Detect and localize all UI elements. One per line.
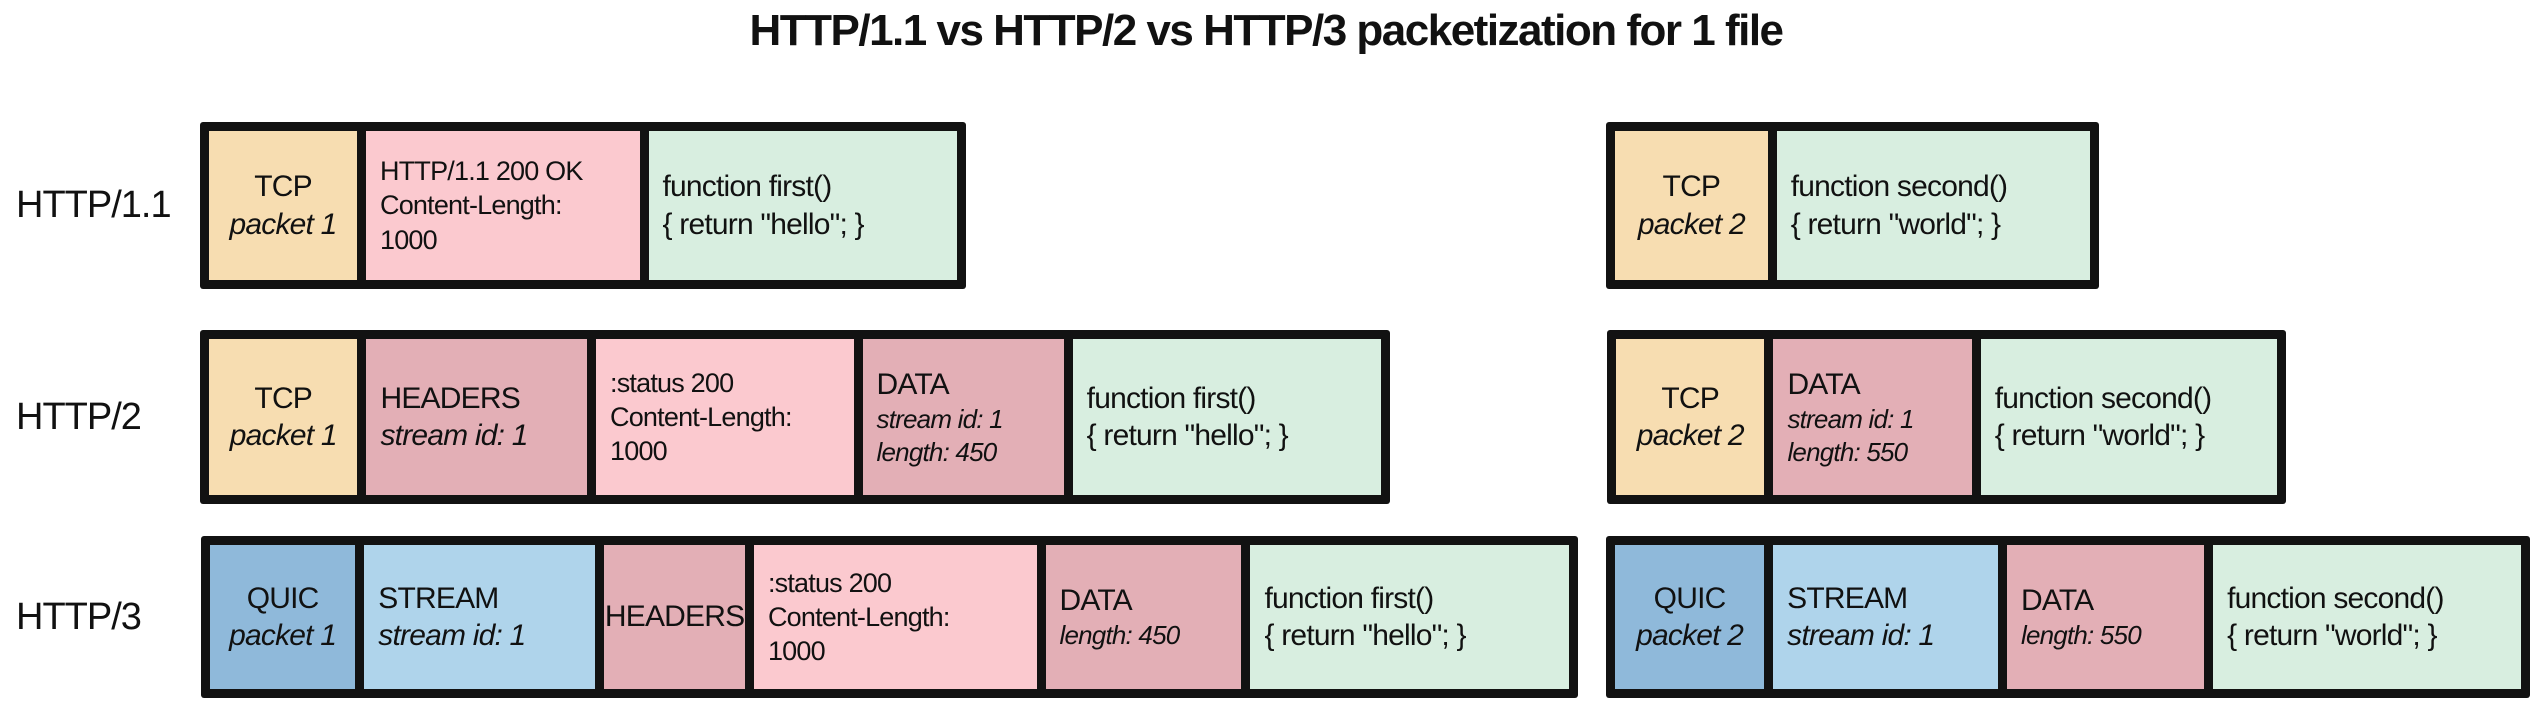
cell-line: :status 200: [767, 567, 892, 598]
headers-frame-cell: HEADERS stream id: 1: [366, 339, 588, 495]
cell-line: HEADERS: [380, 381, 520, 415]
cell-line: Content-Length:: [380, 190, 562, 221]
cell-line: packet 2: [1637, 207, 1746, 241]
cell-line: function first(): [662, 170, 833, 204]
payload-cell: function second(){ return "world"; }: [1776, 131, 2090, 280]
cell-line: stream id: 1: [378, 619, 526, 652]
cell-line: function first(): [1264, 581, 1434, 615]
cell-line: 1000: [610, 436, 668, 466]
cell-line: packet 1: [229, 619, 337, 652]
cell-line: packet 2: [1636, 419, 1745, 452]
payload-cell: function first() { return "hello"; }: [1072, 339, 1382, 495]
cell-line: HTTP/1.1 200 OK: [380, 156, 583, 187]
cell-line: length: 550: [1787, 436, 1908, 467]
payload-cell: function first() { return "hello"; }: [1250, 545, 1569, 689]
row-label: HTTP/1.1: [16, 184, 172, 226]
cell-line: STREAM: [1787, 581, 1908, 615]
cell-line: QUIC: [1653, 581, 1727, 615]
cell-line: { return "world"; }: [2227, 619, 2437, 652]
cell-line: function second(): [2227, 581, 2444, 615]
cell-line: TCP: [1661, 381, 1720, 415]
cell-line: packet 1: [229, 207, 337, 241]
cell-line: TCP: [254, 170, 312, 204]
cell-line: { return "hello"; }: [662, 207, 865, 241]
stream-frame-cell: STREAM stream id: 1: [364, 545, 596, 689]
cell-line: 1000: [380, 224, 438, 255]
row-http-2: HTTP/2 TCP packet 1 HEADERS stream id: 1 :sta…: [0, 330, 2532, 504]
cell-line: Content-Length:: [767, 601, 950, 632]
cell-line: { return "world"; }: [1790, 207, 2001, 241]
stream-frame-cell: STREAM stream id: 1: [1773, 545, 1998, 689]
payload-cell: function first(){ return "hello"; }: [648, 131, 957, 280]
payload-cell: function second() { return "world"; }: [1980, 339, 2277, 495]
cell-line: DATA: [2020, 584, 2094, 618]
tcp-cell: TCP packet 2: [1616, 339, 1765, 495]
payload-cell: function second() { return "world"; }: [2213, 545, 2521, 689]
cell-line: stream id: 1: [1787, 619, 1935, 652]
cell-line: QUIC: [246, 581, 320, 615]
tcp-packet-1: TCP packet 1 HEADERS stream id: 1 :status 20…: [200, 330, 1390, 504]
cell-line: packet 2: [1636, 619, 1744, 652]
quic-cell: QUIC packet 2: [1615, 545, 1765, 689]
cell-line: function second(): [1994, 381, 2212, 415]
cell-line: { return "hello"; }: [1264, 619, 1466, 652]
cell-line: packet 1: [229, 419, 338, 452]
cell-line: DATA: [1059, 584, 1133, 618]
cell-line: Content-Length:: [610, 401, 792, 432]
quic-cell: QUIC packet 1: [210, 545, 356, 689]
cell-line: DATA: [876, 368, 950, 402]
row-label: HTTP/2: [16, 395, 142, 438]
tcp-cell: TCP packet 1: [209, 339, 358, 495]
row-label: HTTP/3: [16, 595, 142, 638]
cell-line: DATA: [1787, 368, 1860, 402]
cell-line: :status 200: [610, 367, 734, 398]
cell-line: HEADERS: [604, 600, 745, 634]
cell-line: TCP: [1662, 170, 1721, 204]
cell-line: length: 450: [1059, 620, 1181, 651]
diagram-title: HTTP/1.1 vs HTTP/2 vs HTTP/3 packetizati…: [749, 6, 1784, 55]
cell-line: function first(): [1086, 381, 1257, 415]
cell-line: stream id: 1: [380, 419, 528, 452]
headers-frame-cell: HEADERS: [604, 545, 745, 689]
cell-line: TCP: [254, 381, 313, 415]
cell-line: length: 550: [2020, 620, 2142, 651]
cell-line: 1000: [767, 636, 826, 666]
cell-line: { return "hello"; }: [1086, 419, 1289, 452]
cell-line: function second(): [1790, 170, 2008, 204]
cell-line: stream id: 1: [876, 404, 1004, 435]
cell-line: stream id: 1: [1787, 404, 1914, 435]
row-http-3: HTTP/3 QUIC packet 1 STREAM stream id: 1 HEAD…: [0, 536, 2532, 698]
cell-line: { return "world"; }: [1994, 419, 2205, 452]
cell-line: STREAM: [378, 581, 499, 615]
cell-line: length: 450: [876, 436, 998, 467]
